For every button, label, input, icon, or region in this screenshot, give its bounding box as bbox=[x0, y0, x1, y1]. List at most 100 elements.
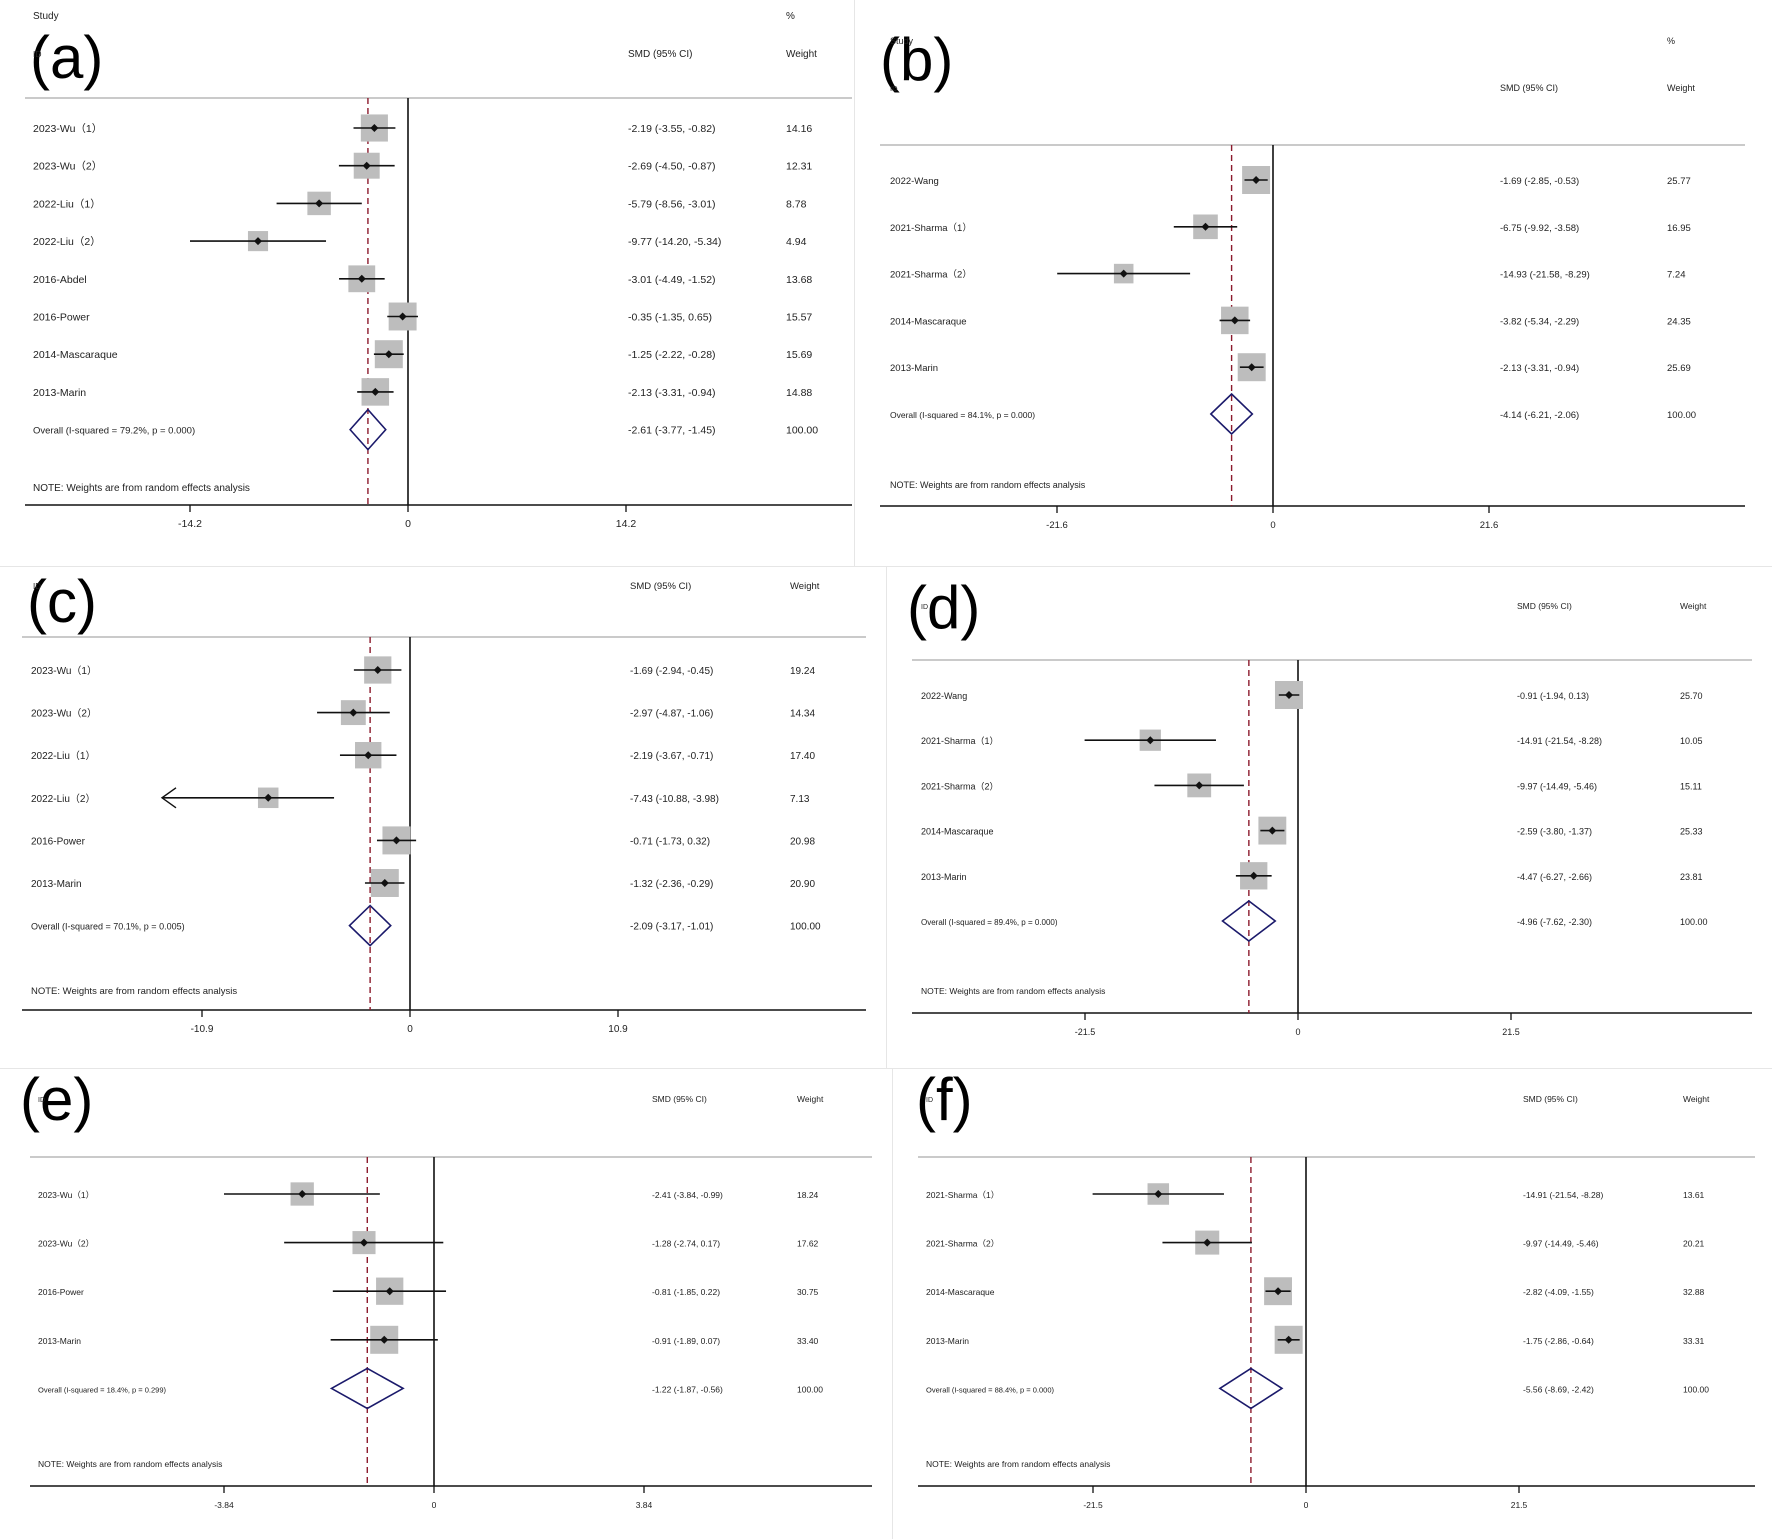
study-ci-text: -2.82 (-4.09, -1.55) bbox=[1523, 1287, 1594, 1297]
header-smd-ci: SMD (95% CI) bbox=[1517, 601, 1572, 611]
study-ci-text: -1.69 (-2.85, -0.53) bbox=[1500, 176, 1579, 187]
study-label: 2021-Sharma（1） bbox=[890, 222, 972, 234]
footnote-weights: NOTE: Weights are from random effects an… bbox=[33, 483, 250, 494]
study-label: 2022-Liu（2） bbox=[31, 793, 95, 805]
overall-diamond bbox=[348, 904, 392, 947]
overall-label: Overall (I-squared = 70.1%, p = 0.005) bbox=[31, 922, 185, 932]
point-estimate-marker bbox=[254, 237, 263, 246]
overall-ci-text: -2.09 (-3.17, -1.01) bbox=[630, 922, 713, 933]
x-tick-label: 14.2 bbox=[616, 518, 637, 530]
study-ci-text: -2.13 (-3.31, -0.94) bbox=[1500, 363, 1579, 374]
x-tick-label: 0 bbox=[407, 1024, 413, 1035]
x-tick-label: 10.9 bbox=[608, 1024, 628, 1035]
point-estimate-marker bbox=[1119, 269, 1128, 278]
header-percent: % bbox=[786, 11, 795, 22]
study-label: 2013-Marin bbox=[921, 872, 967, 882]
study-label: 2023-Wu（1） bbox=[31, 665, 97, 677]
study-weight-text: 15.57 bbox=[786, 312, 812, 324]
study-ci-text: -14.93 (-21.58, -8.29) bbox=[1500, 270, 1590, 281]
study-weight-text: 10.05 bbox=[1680, 736, 1703, 746]
study-weight-text: 33.40 bbox=[797, 1336, 819, 1346]
study-weight-text: 30.75 bbox=[797, 1287, 819, 1297]
point-estimate-marker bbox=[392, 836, 401, 845]
point-estimate-marker bbox=[349, 708, 358, 717]
header-weight: Weight bbox=[790, 581, 820, 592]
point-estimate-marker bbox=[373, 666, 382, 674]
study-label: 2023-Wu（2） bbox=[33, 161, 102, 173]
study-ci-text: -5.79 (-8.56, -3.01) bbox=[628, 198, 716, 210]
header-smd-ci: SMD (95% CI) bbox=[628, 49, 692, 60]
x-tick-label: 21.5 bbox=[1511, 1500, 1528, 1510]
point-estimate-marker bbox=[1274, 1287, 1283, 1296]
header-smd-ci: SMD (95% CI) bbox=[1523, 1094, 1578, 1104]
study-label: 2022-Liu（2） bbox=[33, 236, 101, 248]
study-label: 2021-Sharma（1） bbox=[921, 736, 999, 746]
study-weight-text: 32.88 bbox=[1683, 1287, 1705, 1297]
x-tick-label: 0 bbox=[432, 1500, 437, 1510]
overall-ci-text: -4.96 (-7.62, -2.30) bbox=[1517, 917, 1592, 927]
header-weight: Weight bbox=[797, 1094, 824, 1104]
study-label: 2016-Power bbox=[31, 836, 86, 847]
overall-ci-text: -2.61 (-3.77, -1.45) bbox=[628, 425, 716, 437]
study-ci-text: -1.32 (-2.36, -0.29) bbox=[630, 879, 713, 890]
x-tick-label: -3.84 bbox=[214, 1500, 234, 1510]
point-estimate-marker bbox=[1154, 1190, 1163, 1198]
study-ci-text: -0.91 (-1.89, 0.07) bbox=[652, 1336, 720, 1346]
study-ci-text: -0.71 (-1.73, 0.32) bbox=[630, 836, 710, 847]
study-label: 2021-Sharma（2） bbox=[926, 1239, 999, 1249]
study-weight-text: 4.94 bbox=[786, 236, 807, 248]
study-weight-text: 25.33 bbox=[1680, 827, 1703, 837]
study-weight-text: 20.21 bbox=[1683, 1239, 1705, 1249]
overall-label: Overall (I-squared = 88.4%, p = 0.000) bbox=[926, 1385, 1054, 1394]
point-estimate-marker bbox=[380, 1335, 389, 1344]
point-estimate-marker bbox=[1268, 826, 1277, 835]
x-tick-label: 0 bbox=[1270, 520, 1275, 531]
footnote-weights: NOTE: Weights are from random effects an… bbox=[926, 1459, 1110, 1469]
study-weight-text: 15.69 bbox=[786, 349, 812, 361]
overall-diamond bbox=[1209, 392, 1254, 436]
study-weight-text: 16.95 bbox=[1667, 223, 1691, 234]
study-label: 2016-Power bbox=[33, 312, 90, 324]
study-ci-text: -1.25 (-2.22, -0.28) bbox=[628, 349, 716, 361]
panel-label: (c) bbox=[27, 568, 97, 635]
study-label: 2023-Wu（2） bbox=[38, 1239, 94, 1249]
study-label: 2014-Mascaraque bbox=[33, 349, 118, 361]
header-percent: % bbox=[1667, 36, 1675, 46]
header-smd-ci: SMD (95% CI) bbox=[630, 581, 691, 592]
study-ci-text: -14.91 (-21.54, -8.28) bbox=[1517, 736, 1602, 746]
x-tick-label: 21.5 bbox=[1502, 1027, 1520, 1037]
study-label: 2013-Marin bbox=[33, 387, 86, 399]
study-label: 2022-Wang bbox=[890, 176, 939, 187]
footnote-weights: NOTE: Weights are from random effects an… bbox=[31, 986, 237, 997]
study-label: 2023-Wu（2） bbox=[31, 708, 97, 720]
x-tick-label: -21.5 bbox=[1083, 1500, 1103, 1510]
study-weight-text: 13.68 bbox=[786, 274, 812, 286]
header-study: Study bbox=[33, 11, 59, 22]
study-label: 2013-Marin bbox=[890, 363, 938, 374]
point-estimate-marker bbox=[1284, 691, 1293, 699]
study-ci-text: -9.97 (-14.49, -5.46) bbox=[1517, 781, 1597, 791]
study-ci-text: -2.97 (-4.87, -1.06) bbox=[630, 709, 713, 720]
header-id: ID bbox=[890, 84, 898, 93]
overall-label: Overall (I-squared = 79.2%, p = 0.000) bbox=[33, 426, 195, 437]
x-tick-label: 0 bbox=[405, 518, 411, 530]
point-estimate-marker bbox=[298, 1190, 307, 1198]
study-ci-text: -2.59 (-3.80, -1.37) bbox=[1517, 827, 1592, 837]
header-weight: Weight bbox=[1680, 601, 1707, 611]
footnote-weights: NOTE: Weights are from random effects an… bbox=[921, 986, 1105, 996]
study-weight-text: 19.24 bbox=[790, 666, 815, 677]
study-weight-text: 14.34 bbox=[790, 709, 815, 720]
overall-weight-text: 100.00 bbox=[1683, 1384, 1709, 1394]
point-estimate-marker bbox=[1247, 363, 1256, 372]
study-label: 2014-Mascaraque bbox=[890, 316, 967, 327]
header-weight: Weight bbox=[786, 49, 817, 60]
study-weight-text: 25.70 bbox=[1680, 691, 1703, 701]
header-weight: Weight bbox=[1683, 1094, 1710, 1104]
study-weight-text: 8.78 bbox=[786, 198, 807, 210]
point-estimate-marker bbox=[362, 161, 371, 170]
study-label: 2023-Wu（1） bbox=[38, 1190, 94, 1200]
study-label: 2013-Marin bbox=[926, 1336, 969, 1346]
